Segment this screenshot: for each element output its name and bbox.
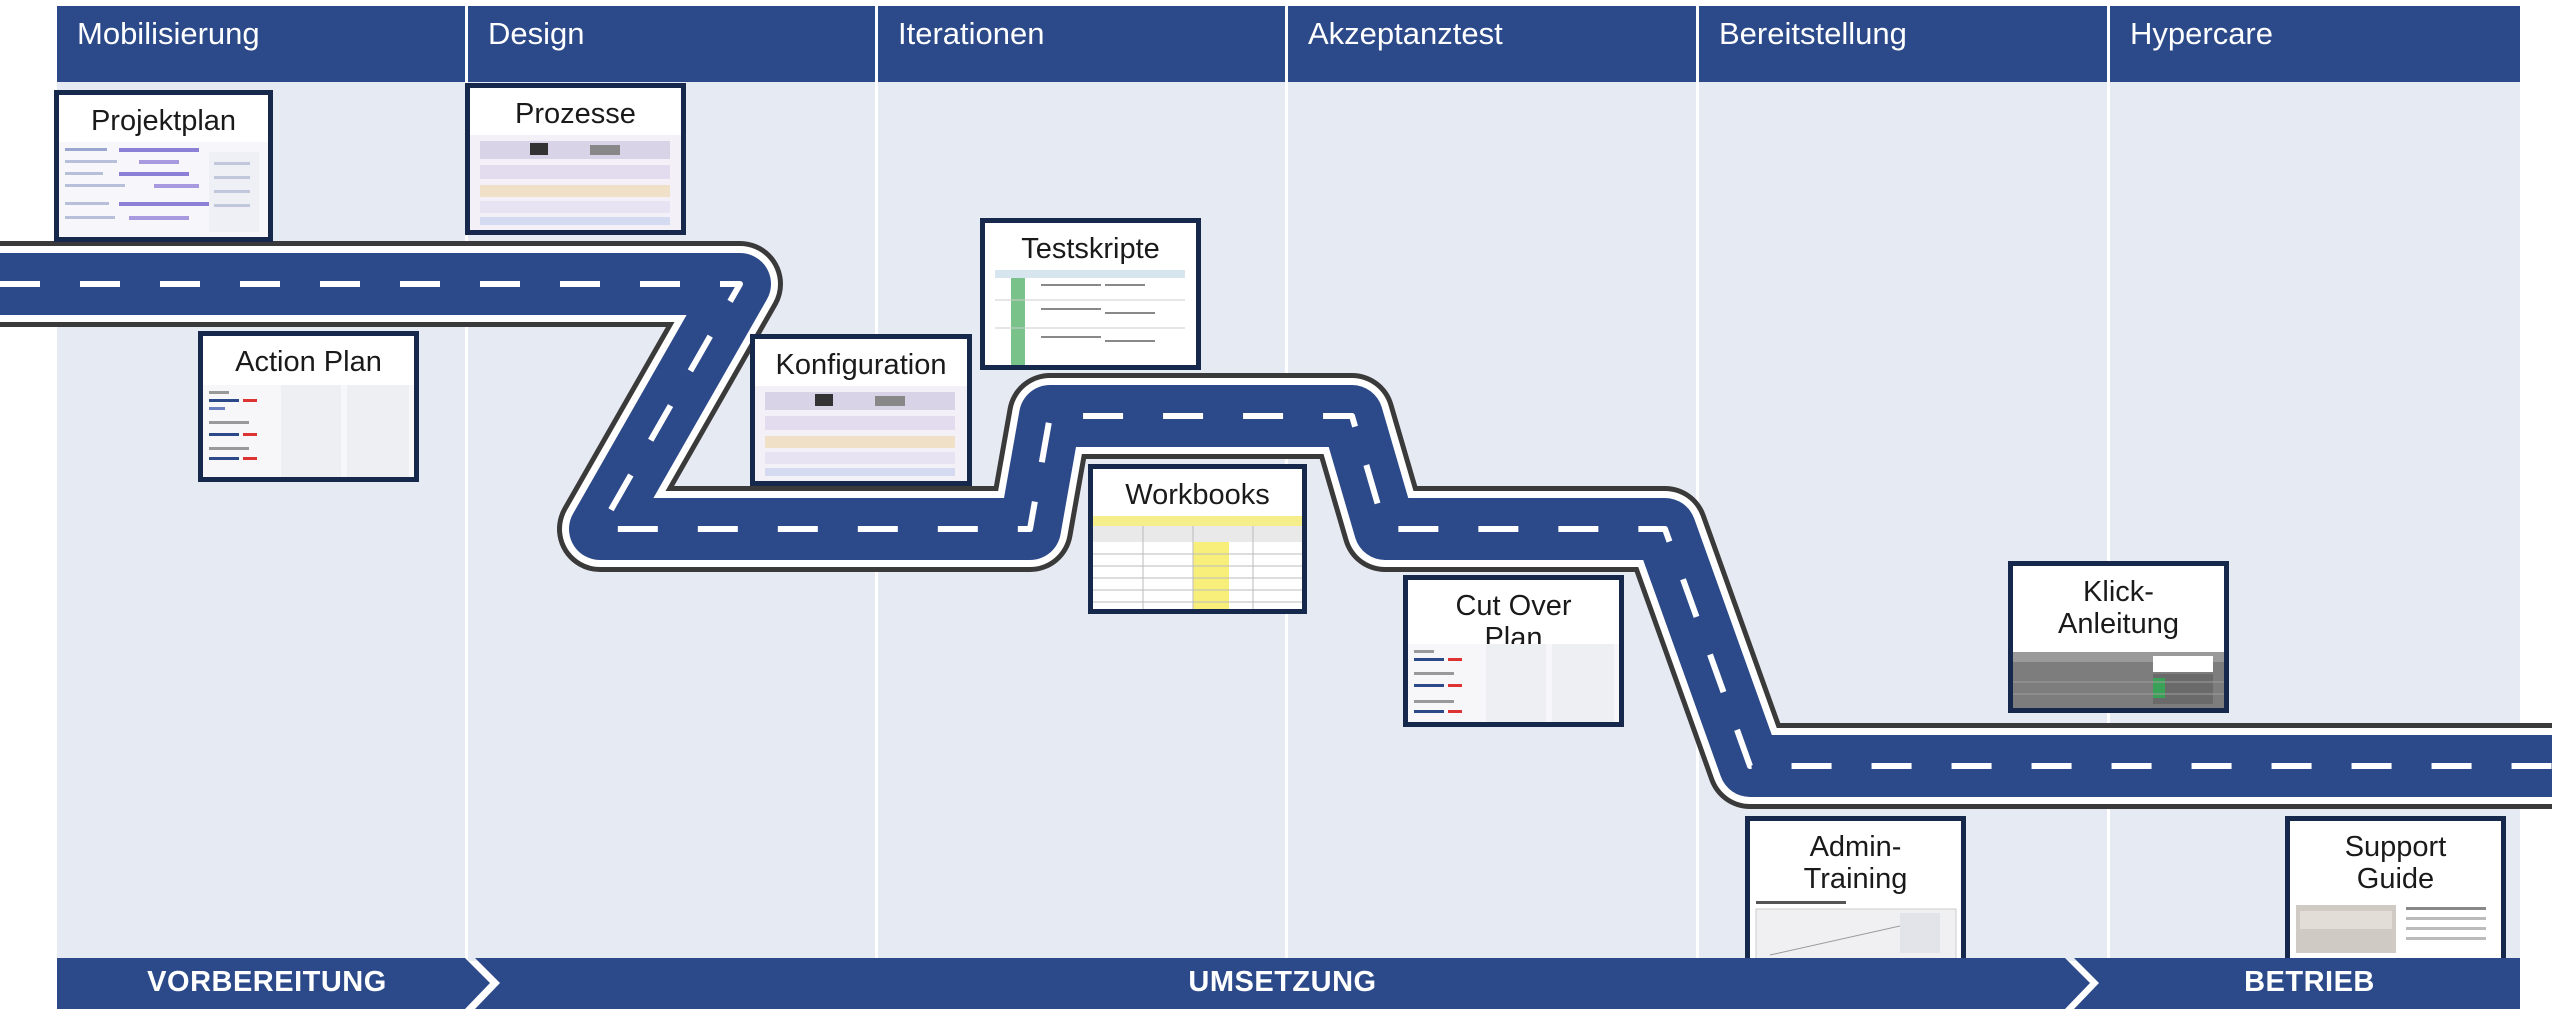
card-workbooks[interactable]: Workbooks — [1088, 464, 1307, 614]
column-header-mobilisierung: Mobilisierung — [57, 6, 465, 82]
phase-arrow-vorbereitung — [57, 958, 490, 1009]
klick-anleitung-thumbnail — [2013, 652, 2224, 708]
card-title: Klick- Anleitung — [2058, 576, 2179, 640]
column-header-bereitstellung: Bereitstellung — [1699, 6, 2107, 82]
road-center-dashes — [0, 281, 2552, 769]
column-header-akzeptanztest: Akzeptanztest — [1288, 6, 1696, 82]
card-title: Projektplan — [90, 105, 237, 137]
card-title: Workbooks — [1125, 479, 1270, 511]
admin-training-thumbnail — [1750, 897, 1961, 963]
card-prozesse[interactable]: Prozesse — [465, 83, 686, 235]
column-header-iterationen: Iterationen — [878, 6, 1285, 82]
card-projektplan[interactable]: Projektplan — [54, 90, 273, 242]
card-title: Testskripte — [1021, 233, 1160, 265]
card-admin-training[interactable]: Admin- Training — [1745, 816, 1966, 968]
column-header-hypercare: Hypercare — [2110, 6, 2520, 82]
phase-arrow-betrieb — [2074, 958, 2520, 1009]
card-action-plan[interactable]: Action Plan — [198, 331, 419, 482]
prozesse-thumbnail — [470, 135, 681, 230]
phase-label-betrieb: BETRIEB — [2244, 966, 2375, 998]
card-testskripte[interactable]: Testskripte — [980, 218, 1201, 370]
card-klick-anleitung[interactable]: Klick- Anleitung — [2008, 561, 2229, 713]
phase-arrow-umsetzung — [475, 958, 2090, 1009]
cut-over-plan-thumbnail — [1408, 644, 1619, 722]
card-konfiguration[interactable]: Konfiguration — [750, 334, 972, 486]
card-title: Cut Over Plan — [1455, 590, 1572, 654]
phase-label-vorbereitung: VORBEREITUNG — [147, 966, 387, 998]
konfiguration-thumbnail — [755, 386, 967, 481]
support-guide-thumbnail — [2290, 897, 2501, 963]
column-header-design: Design — [468, 6, 875, 82]
card-cut-over-plan[interactable]: Cut Over Plan — [1403, 575, 1624, 727]
card-title: Prozesse — [515, 98, 636, 130]
phase-label-umsetzung: UMSETZUNG — [1188, 966, 1377, 998]
projektplan-thumbnail — [59, 142, 268, 237]
testskripte-thumbnail — [985, 270, 1196, 365]
card-title: Admin- Training — [1803, 831, 1908, 895]
card-title: Support Guide — [2344, 831, 2447, 895]
workbooks-thumbnail — [1093, 516, 1302, 609]
action-plan-thumbnail — [203, 385, 414, 477]
card-title: Action Plan — [235, 346, 382, 378]
card-title: Konfiguration — [775, 349, 947, 381]
